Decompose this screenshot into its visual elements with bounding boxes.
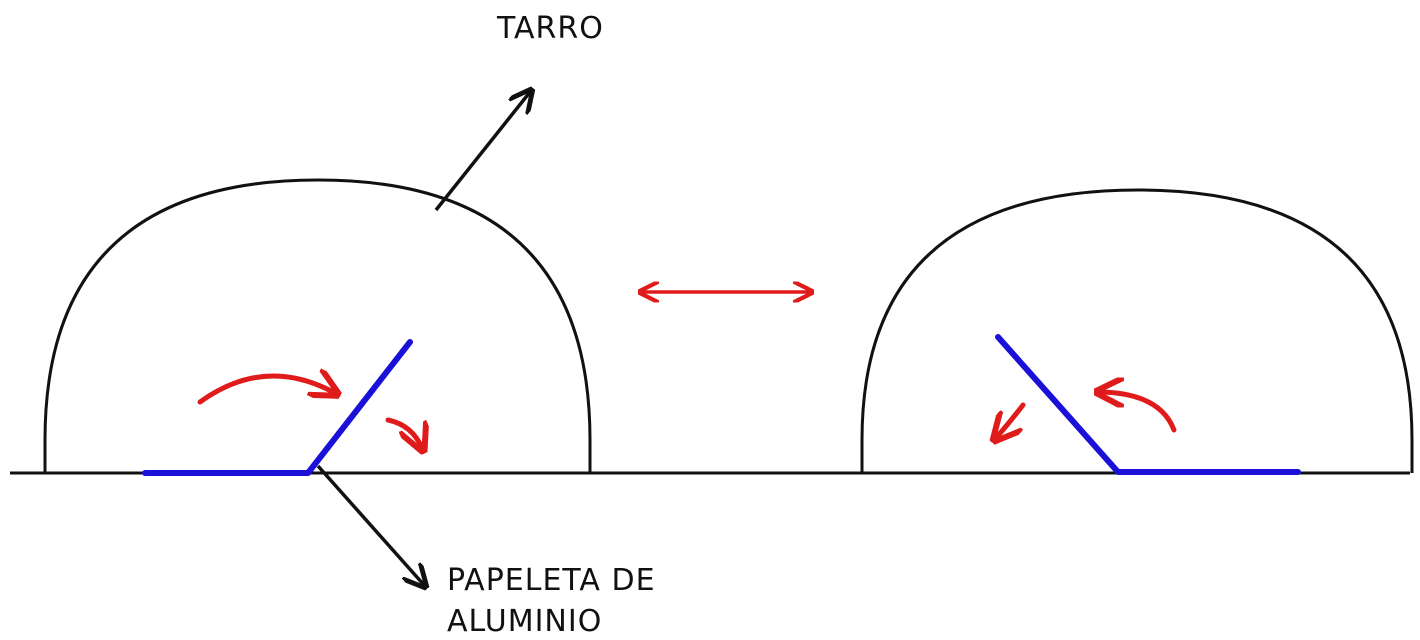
foil-pointer-arrow (316, 464, 424, 585)
right-small-arrow (996, 402, 1026, 438)
right-foil (995, 334, 1301, 475)
foil-label-line2: ALUMINIO (447, 604, 602, 639)
right-jar-dome (860, 188, 1414, 473)
jar-pointer-arrow (434, 92, 530, 212)
jar-label: TARRO (496, 11, 604, 46)
left-foil (142, 339, 413, 476)
left-jar-dome (43, 178, 592, 473)
foil-label-line1: PAPELETA DE (447, 563, 656, 598)
left-small-arrow (385, 417, 422, 448)
left-swing-arrow (197, 376, 335, 405)
right-swing-arrow (1100, 392, 1177, 433)
